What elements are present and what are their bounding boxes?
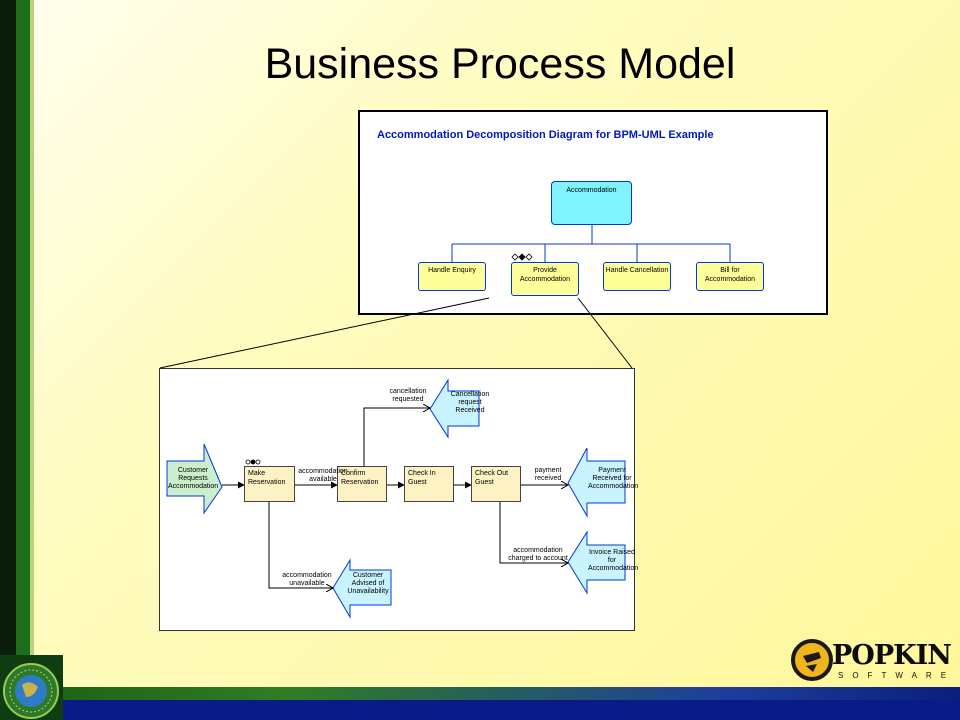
activity-check-out-guest[interactable]: Check Out Guest [471,466,521,502]
node-provide-accommodation[interactable]: Provide Accommodation [511,262,579,296]
left-accent-bar-green [16,0,30,720]
tree-lines [451,225,731,262]
activity-check-in-guest[interactable]: Check In Guest [404,466,454,502]
node-handle-enquiry[interactable]: Handle Enquiry [418,262,486,291]
globe-emblem-icon [0,655,63,720]
decomposition-marker [511,253,533,261]
event-customer-requests [166,443,223,515]
brand-tagline: SOFTWARE [838,671,956,680]
event-customer-advised [332,558,392,619]
activity-confirm-reservation[interactable]: Confirm Reservation [337,466,387,502]
event-invoice-raised [567,530,626,595]
event-label-customer-advised: Customer Advised of Unavailability [347,572,389,595]
flow-label-accommodation-available: accommodation available [298,468,348,483]
left-accent-bar-light [30,0,34,720]
popkin-logo-icon [791,639,833,681]
slide-title: Business Process Model [264,40,736,88]
left-accent-bar [0,0,16,720]
activity-make-reservation[interactable]: Make Reservation [244,466,295,502]
event-cancellation-received [429,378,480,439]
node-accommodation[interactable]: Accommodation [551,181,632,225]
bottom-accent-bar-blue [0,700,960,720]
flow-label-accommodation-unavailable: accommodation unavailable [282,572,332,587]
brand-name: POPKIN [832,640,952,671]
node-handle-cancellation[interactable]: Handle Cancellation [603,262,671,291]
event-label-cancellation-received: Cancellation request Received [450,391,490,414]
flow-label-cancellation-requested: cancellation requested [389,388,427,403]
decomposition-diagram-title: Accommodation Decomposition Diagram for … [377,129,714,141]
activity-marker [245,459,261,465]
bottom-accent-bar [0,687,960,700]
event-label-invoice-raised: Invoice Raised for Accommodation [588,549,639,572]
node-bill-for-accommodation[interactable]: Bill for Accommodation [696,262,764,291]
flow-label-payment-received: payment received [534,467,562,482]
flow-label-accommodation-charged: accommodation charged to account [508,547,568,562]
event-label-customer-requests: Customer Requests Accommodation [168,467,219,490]
event-payment-received [567,447,626,518]
event-label-payment-received: Payment Received for Accommodation [588,467,639,490]
process-diagram-panel [159,368,635,631]
